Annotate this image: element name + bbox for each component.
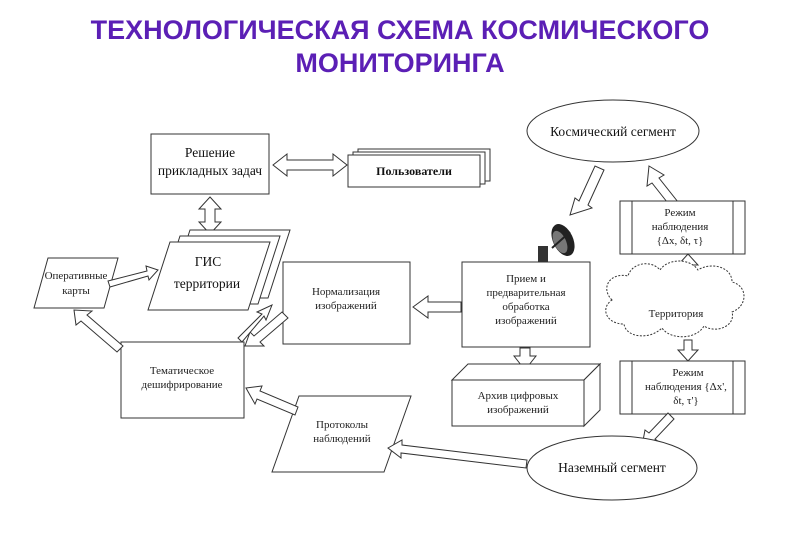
archive-node: Архив цифровых изображений: [450, 362, 602, 428]
space-segment-node: Космический сегмент: [526, 99, 700, 163]
arrow-thematic-maps: [73, 309, 124, 353]
reception-label-4: изображений: [495, 315, 557, 327]
arrow-thematic-gis: [237, 304, 273, 343]
operational-maps-label-1: Оперативные: [45, 270, 108, 282]
arrow-tasks-gis: [197, 196, 223, 235]
normalization-node: Нормализация изображений: [282, 261, 411, 345]
arrow-ground-protocols: [387, 439, 528, 469]
protocols-node: Протоколы наблюдений: [271, 395, 412, 473]
normalization-label-1: Нормализация: [312, 286, 380, 298]
gis-node: ГИС территории: [147, 229, 291, 311]
applied-tasks-node: Решение прикладных задач: [150, 133, 270, 195]
title-line-2: МОНИТОРИНГА: [295, 48, 505, 78]
reception-label-2: предварительная: [486, 287, 565, 299]
normalization-label-2: изображений: [315, 300, 377, 312]
arrow-reception-archive: [512, 347, 538, 371]
arrow-protocols-thematic: [245, 385, 299, 416]
arrow-maps-gis: [107, 265, 159, 288]
applied-tasks-label-2: прикладных задач: [158, 163, 262, 178]
arrow-reception-normalization: [412, 295, 462, 319]
operational-maps-label-2: карты: [62, 285, 90, 297]
arrow-normalization-thematic: [244, 311, 289, 347]
ground-segment-node: Наземный сегмент: [526, 435, 698, 501]
mode2-node: Режим наблюдения {Δx', δt, τ'}: [619, 360, 746, 415]
mode2-label-1: Режим: [672, 367, 703, 379]
mode2-label-3: δt, τ'}: [673, 395, 698, 407]
reception-label-3: обработка: [502, 301, 549, 313]
operational-maps-node: Оперативные карты: [33, 257, 119, 309]
thematic-label-1: Тематическое: [150, 365, 214, 377]
thematic-label-2: дешифрирование: [142, 379, 223, 391]
gis-label-2: территории: [174, 276, 240, 291]
applied-tasks-label-1: Решение: [185, 145, 235, 160]
title-line-1: ТЕХНОЛОГИЧЕСКАЯ СХЕМА КОСМИЧЕСКОГО: [90, 15, 710, 45]
territory-label: Территория: [649, 308, 704, 320]
ground-segment-label: Наземный сегмент: [558, 460, 666, 475]
mode1-label-3: {Δx, δt, τ}: [657, 235, 704, 247]
mode1-node: Режим наблюдения {Δx, δt, τ}: [619, 200, 746, 255]
users-node: Пользователи: [347, 148, 491, 188]
arrow-tasks-users: [272, 152, 348, 178]
mode1-label-2: наблюдения: [652, 221, 709, 233]
archive-label-1: Архив цифровых: [478, 390, 559, 402]
satellite-dish-icon: [538, 224, 575, 262]
gis-label-1: ГИС: [195, 254, 222, 269]
arrow-territory-mode2: [676, 339, 700, 362]
thematic-node: Тематическое дешифрирование: [120, 341, 245, 419]
reception-label-1: Прием и: [506, 273, 546, 285]
territory-node: Территория: [605, 260, 745, 338]
arrow-space-reception: [569, 165, 605, 216]
mode2-label-2: наблюдения {Δx',: [645, 381, 727, 393]
reception-node: Прием и предварительная обработка изобра…: [461, 261, 591, 348]
protocols-label-2: наблюдений: [313, 433, 370, 445]
space-segment-label: Космический сегмент: [550, 124, 676, 139]
protocols-label-1: Протоколы: [316, 419, 369, 431]
mode1-label-1: Режим: [664, 207, 695, 219]
users-label: Пользователи: [376, 164, 452, 178]
page-title: ТЕХНОЛОГИЧЕСКАЯ СХЕМА КОСМИЧЕСКОГО МОНИТ…: [0, 14, 800, 80]
archive-label-2: изображений: [487, 404, 549, 416]
